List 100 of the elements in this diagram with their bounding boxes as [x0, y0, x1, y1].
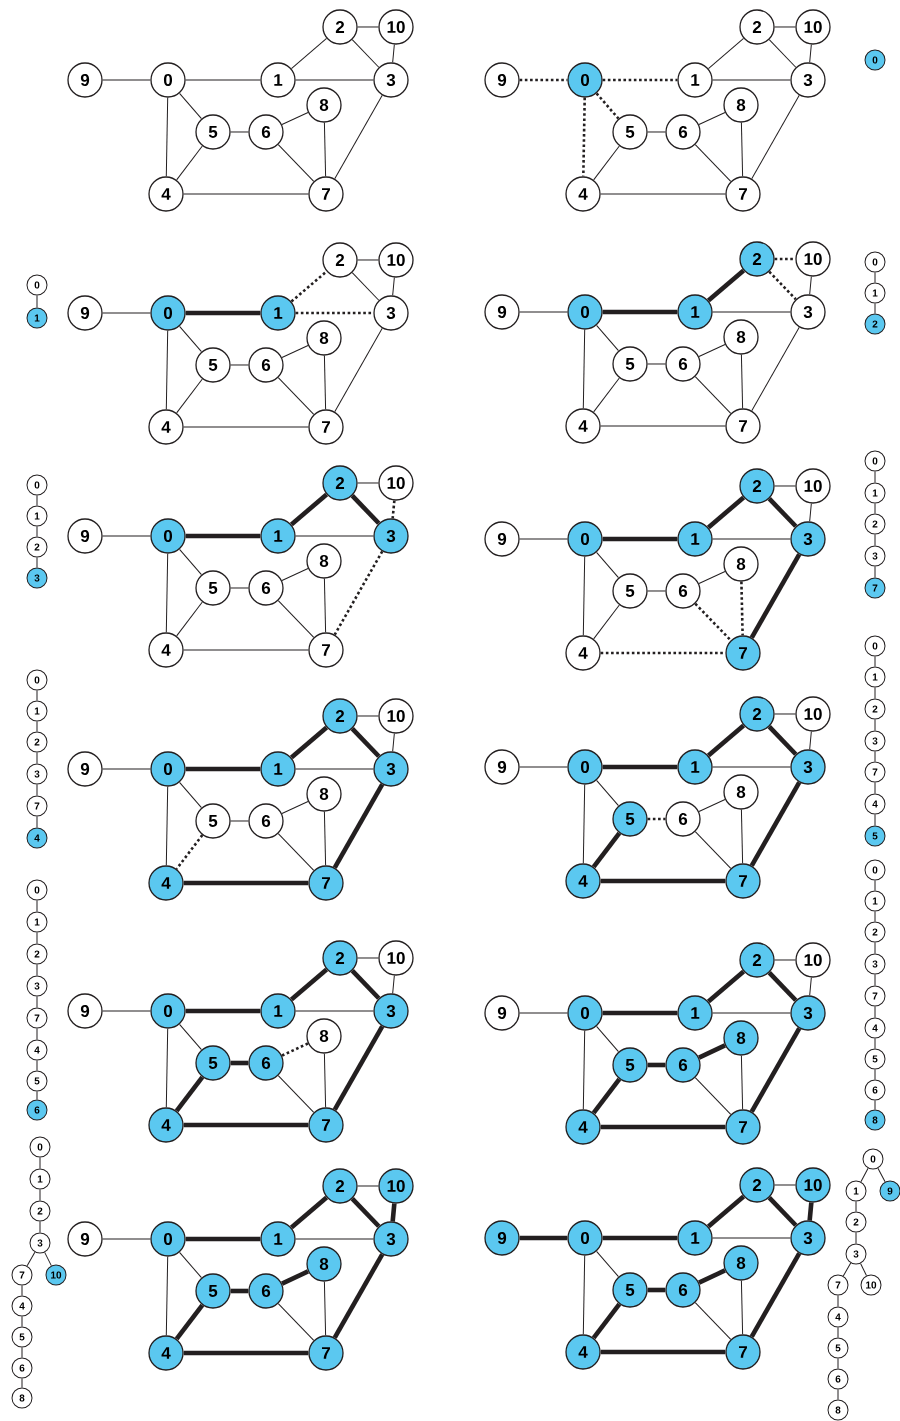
edge-line [333, 550, 384, 636]
graph-node: 8 [723, 774, 759, 810]
stack-node: 2 [845, 1211, 867, 1233]
edge-line [740, 581, 744, 636]
edge-line [740, 122, 744, 177]
edge-line [768, 39, 797, 68]
edge-line [600, 193, 726, 195]
stack-node: 2 [864, 513, 886, 535]
edge-line [323, 578, 327, 633]
graph-node: 1 [260, 62, 296, 98]
edge-line [185, 533, 261, 539]
edge-line [323, 122, 327, 177]
edge-line [698, 570, 726, 585]
graph-node: 0 [150, 993, 186, 1029]
edge-line [807, 1202, 814, 1221]
stack-node: 5 [864, 825, 886, 847]
edge-line [36, 526, 38, 537]
edge-line [21, 1285, 23, 1296]
graph-node: 8 [723, 1245, 759, 1281]
edge-line [596, 779, 619, 807]
edge-line [185, 79, 261, 81]
graph-node: 2 [322, 940, 358, 976]
graph-node: 7 [308, 1107, 344, 1143]
edge-line [295, 1010, 374, 1012]
edge-line [176, 601, 203, 637]
stack-node: 4 [864, 1017, 886, 1039]
graph-node: 1 [260, 993, 296, 1029]
edge-line [694, 1302, 732, 1340]
edge-line [647, 817, 666, 821]
edge-line [768, 270, 797, 301]
edge-line [600, 1124, 726, 1130]
edge-line [102, 535, 151, 537]
edge-line [36, 1028, 38, 1040]
edge-line [602, 764, 678, 770]
edge-line [289, 967, 329, 1002]
graph-node: 8 [306, 1246, 342, 1282]
stack-node: 1 [26, 307, 48, 329]
stack-node: 1 [845, 1180, 867, 1202]
graph-node: 10 [795, 1167, 831, 1203]
stack-node: 1 [864, 282, 886, 304]
graph-node: 4 [565, 1334, 601, 1370]
edge-line [602, 1010, 678, 1016]
edge-line [874, 503, 876, 514]
edge-line [519, 1235, 568, 1241]
edge-line [230, 131, 249, 133]
stack-node: 3 [29, 1232, 51, 1254]
edge-line [712, 79, 791, 81]
edge-line [230, 820, 249, 822]
edge-line [36, 721, 38, 732]
edge-line [706, 268, 746, 303]
stack-node: 4 [11, 1295, 33, 1317]
edge-line [289, 725, 329, 760]
edge-line [179, 1251, 202, 1279]
graph-node: 0 [567, 749, 603, 785]
graph-node: 9 [67, 518, 103, 554]
edge-line [183, 426, 309, 428]
graph-node: 3 [790, 749, 826, 785]
edge-line [179, 548, 202, 576]
edge-line [602, 78, 678, 82]
edge-line [277, 377, 315, 415]
graph-node: 7 [725, 635, 761, 671]
stack-node: 3 [864, 953, 886, 975]
edge-line [281, 1042, 309, 1057]
graph-node: 2 [739, 1167, 775, 1203]
edge-line [767, 1196, 798, 1227]
stack-node: 2 [26, 731, 48, 753]
stack-node: 2 [864, 698, 886, 720]
graph-node: 7 [308, 409, 344, 445]
edge-line [593, 145, 620, 181]
graph-node: 1 [677, 995, 713, 1031]
stack-node: 3 [26, 567, 48, 589]
edge-line [165, 553, 169, 633]
edge-line [165, 786, 169, 866]
edge-line [712, 311, 791, 313]
graph-node: 9 [484, 521, 520, 557]
edge-line [39, 1189, 41, 1201]
graph-node: 0 [150, 518, 186, 554]
edge-line [582, 784, 586, 864]
graph-node: 9 [67, 1221, 103, 1257]
edge-line [281, 1269, 309, 1286]
stack-node: 0 [864, 251, 886, 273]
edge-line [600, 1349, 726, 1355]
edge-line [332, 1025, 385, 1111]
graph-node: 5 [195, 1273, 231, 1309]
edge-line [582, 1255, 586, 1335]
edge-line [36, 295, 38, 308]
graph-node: 0 [567, 294, 603, 330]
edge-line [809, 977, 812, 996]
edge-line [694, 376, 732, 414]
edge-line [596, 324, 619, 352]
edge-line [774, 26, 796, 28]
graph-node: 3 [790, 521, 826, 557]
graph-node: 5 [612, 114, 648, 150]
edge-line [351, 272, 380, 301]
graph-node: 7 [308, 1335, 344, 1371]
edge-line [837, 1389, 839, 1400]
graph-node: 6 [665, 1047, 701, 1083]
graph-node: 3 [373, 1221, 409, 1257]
graph-node: 3 [790, 1220, 826, 1256]
edge-line [390, 1203, 397, 1222]
